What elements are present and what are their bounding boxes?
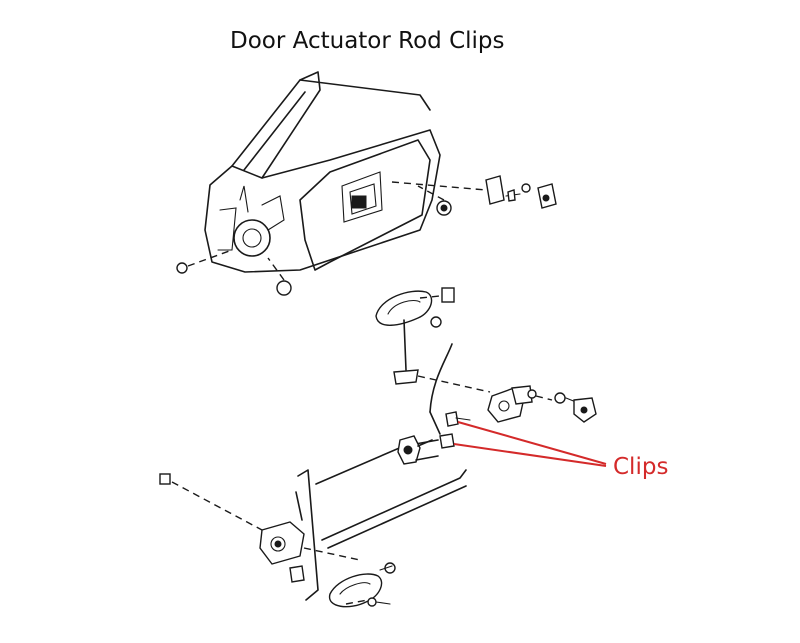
door-shell [176,71,452,296]
door-lock-mechanism [439,385,597,449]
rod-bellcrank [397,435,439,465]
clips-callout-lines [453,421,607,467]
inside-handle [375,287,491,393]
door-edge-latch [159,469,396,601]
diagram-title: Door Actuator Rod Clips [230,28,505,54]
clips-callout-label: Clips [613,454,669,480]
outside-handle [329,573,391,608]
upper-hinge-parts [391,175,557,209]
